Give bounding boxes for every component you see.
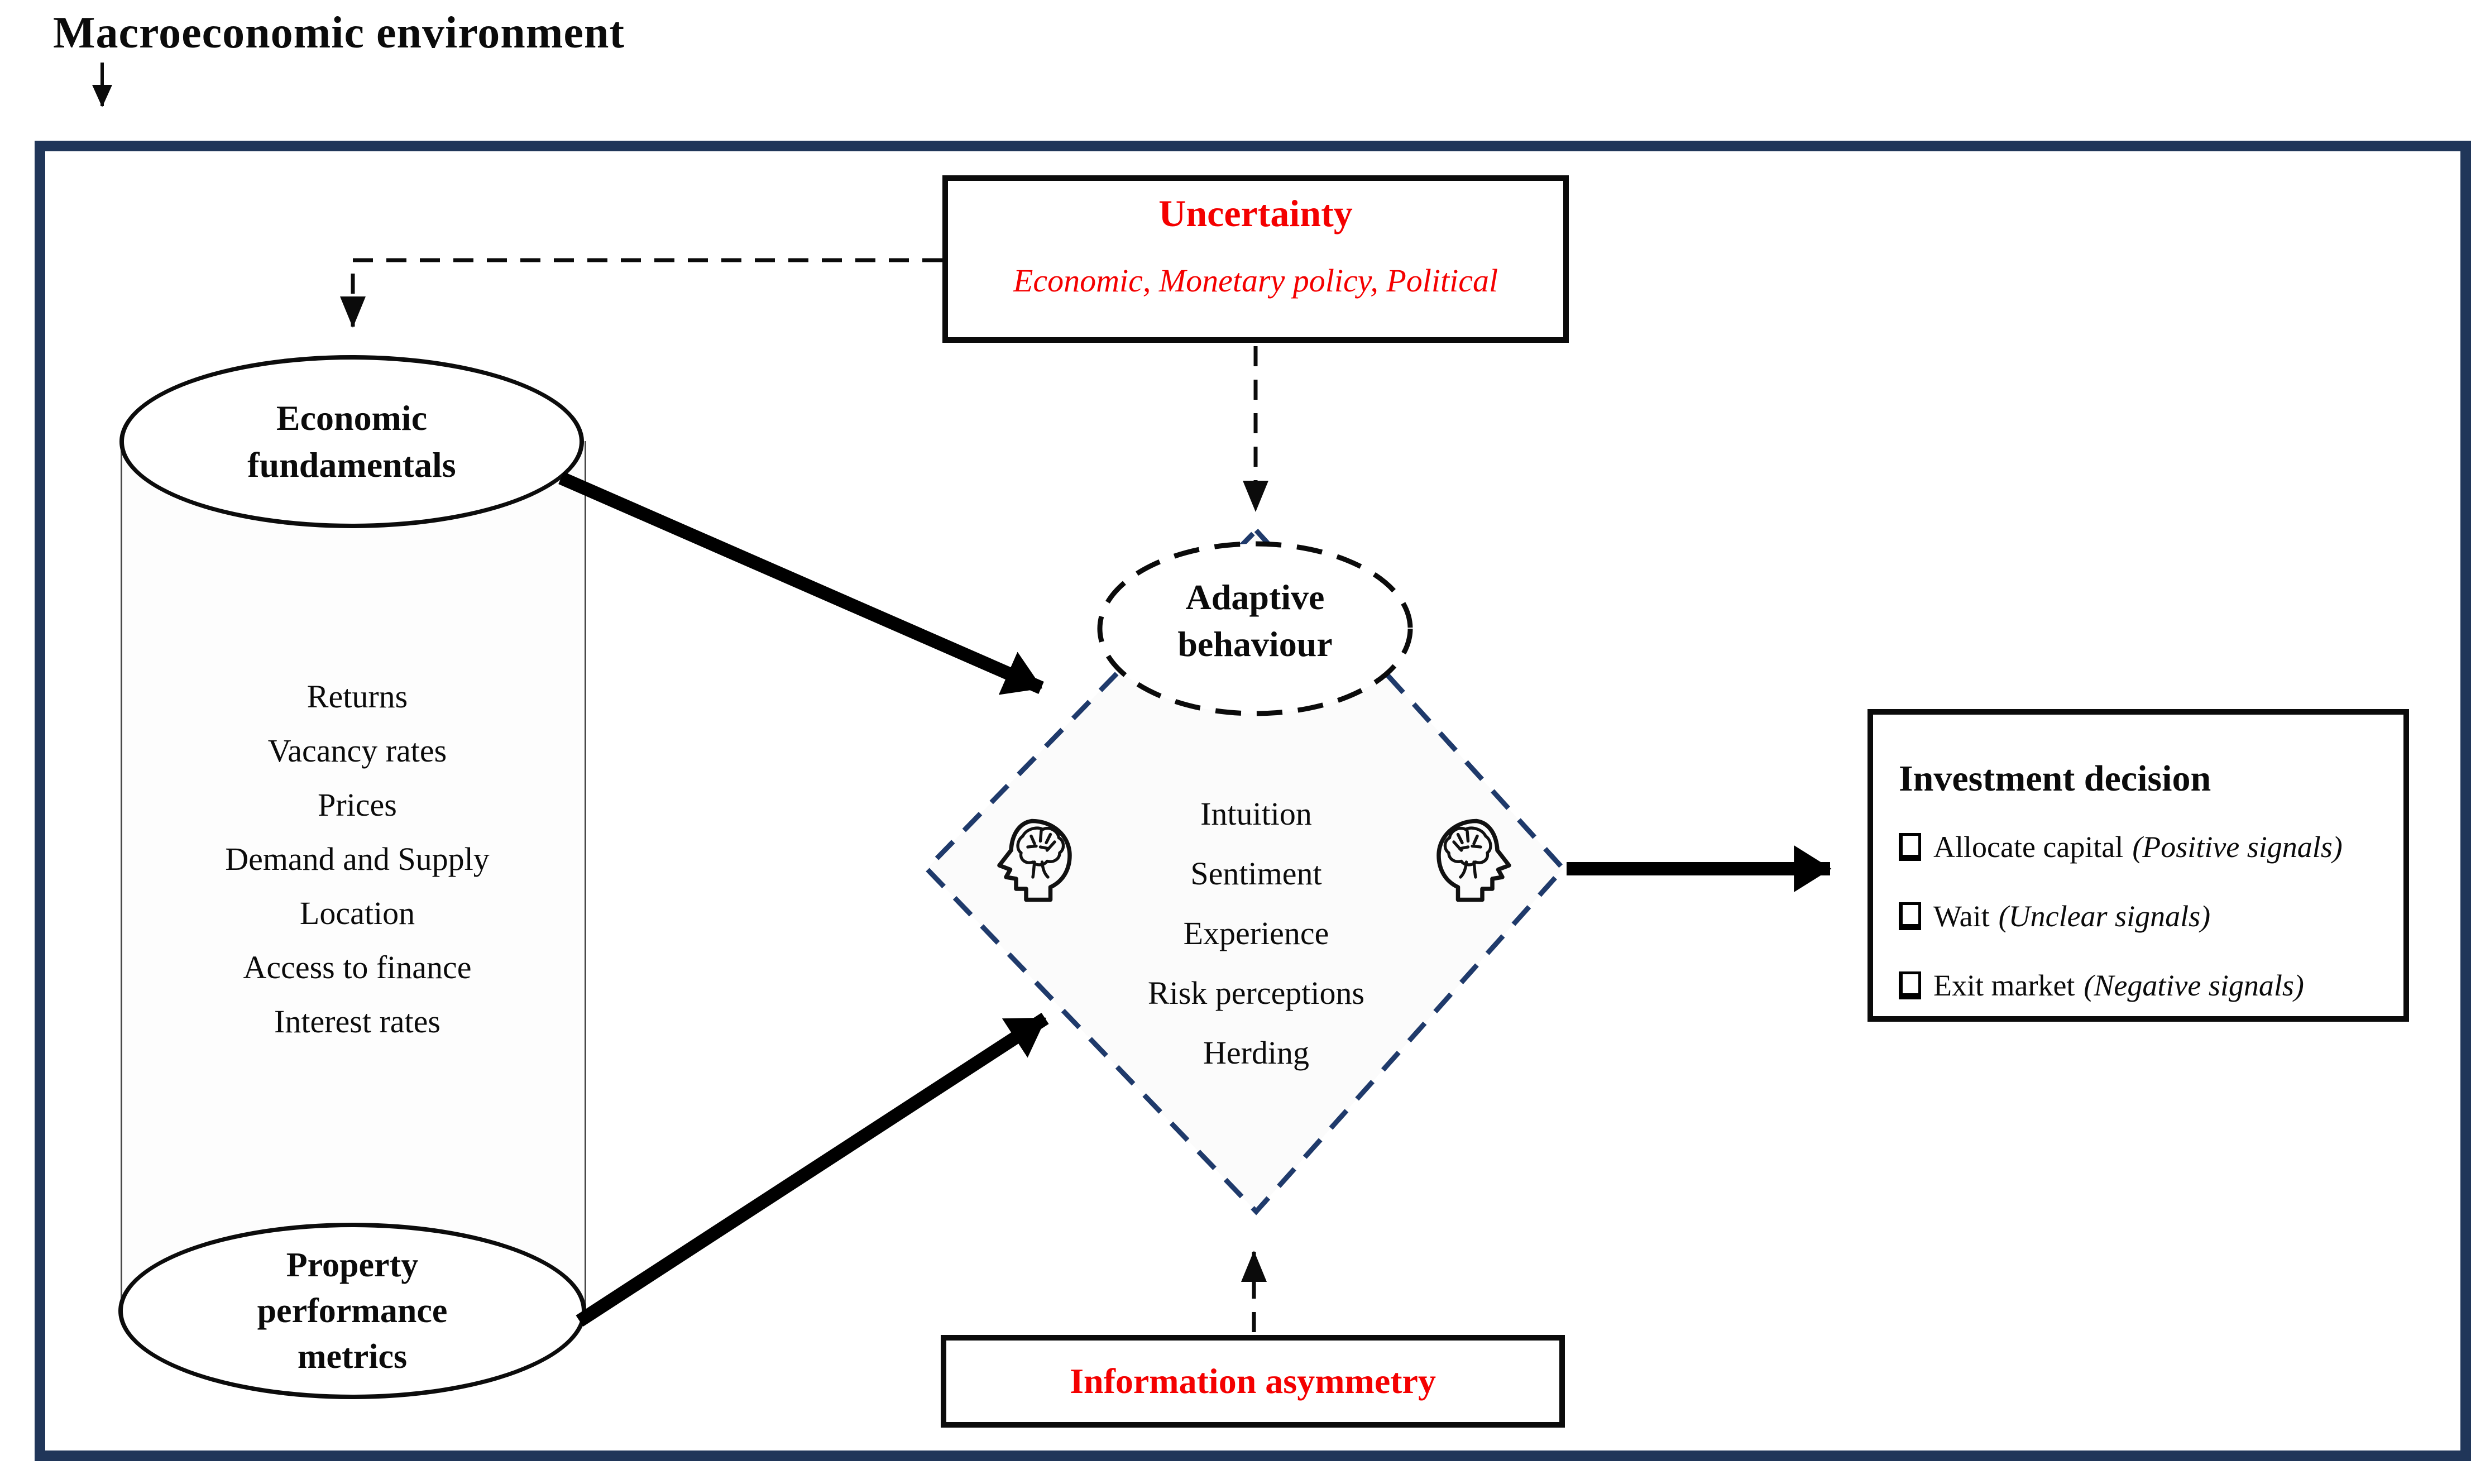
- investment-options: Allocate capital (Positive signals) Wait…: [1899, 832, 2388, 1000]
- checkbox-icon: [1899, 902, 1921, 930]
- information-asymmetry-label: Information asymmetry: [1070, 1361, 1436, 1401]
- investment-decision-title: Investment decision: [1899, 758, 2211, 799]
- macro-environment-frame: [35, 141, 2471, 1461]
- list-item: Access to finance: [243, 949, 472, 985]
- list-item: Sentiment: [1190, 855, 1322, 892]
- behavioural-factors-list: Intuition Sentiment Experience Risk perc…: [1005, 784, 1507, 1083]
- list-item: Vacancy rates: [267, 733, 447, 769]
- checkbox-icon: [1899, 971, 1921, 999]
- option-label: Allocate capital: [1933, 830, 2124, 864]
- investment-option: Allocate capital (Positive signals): [1899, 832, 2388, 862]
- list-item: Demand and Supply: [225, 841, 490, 877]
- option-label: Exit market: [1933, 969, 2075, 1002]
- list-item: Location: [299, 895, 415, 931]
- option-signal: (Negative signals): [2084, 969, 2304, 1002]
- economic-fundamentals-ellipse: Economic fundamentals: [119, 355, 584, 528]
- list-item: Returns: [307, 678, 408, 715]
- investment-decision-box: Investment decision Allocate capital (Po…: [1867, 709, 2409, 1022]
- option-signal: (Unclear signals): [1998, 899, 2211, 933]
- list-item: Prices: [318, 787, 397, 823]
- property-performance-ellipse: Property performance metrics: [118, 1223, 586, 1399]
- option-label: Wait: [1933, 899, 1990, 933]
- option-signal: (Positive signals): [2132, 830, 2343, 864]
- uncertainty-box: Uncertainty Economic, Monetary policy, P…: [942, 175, 1569, 343]
- list-item: Intuition: [1200, 796, 1312, 832]
- property-performance-label: Property performance metrics: [257, 1246, 448, 1376]
- uncertainty-title: Uncertainty: [1158, 192, 1353, 234]
- uncertainty-subtitle: Economic, Monetary policy, Political: [1013, 262, 1498, 299]
- checkbox-icon: [1899, 833, 1921, 861]
- fundamentals-list: Returns Vacancy rates Prices Demand and …: [134, 669, 581, 1049]
- head-brain-icon: [997, 818, 1072, 902]
- list-item: Risk perceptions: [1147, 975, 1365, 1011]
- list-item: Experience: [1183, 915, 1329, 951]
- investment-option: Exit market (Negative signals): [1899, 970, 2388, 1000]
- investment-option: Wait (Unclear signals): [1899, 901, 2388, 931]
- list-item: Herding: [1203, 1035, 1310, 1071]
- head-brain-icon: [1436, 818, 1511, 902]
- page-title: Macroeconomic environment: [53, 8, 625, 58]
- adaptive-behaviour-label: Adaptive behaviour: [1177, 577, 1333, 664]
- information-asymmetry-box: Information asymmetry: [941, 1335, 1565, 1428]
- fundamentals-cylinder-body: [121, 441, 586, 1311]
- economic-fundamentals-label: Economic fundamentals: [247, 398, 456, 485]
- list-item: Interest rates: [274, 1003, 440, 1040]
